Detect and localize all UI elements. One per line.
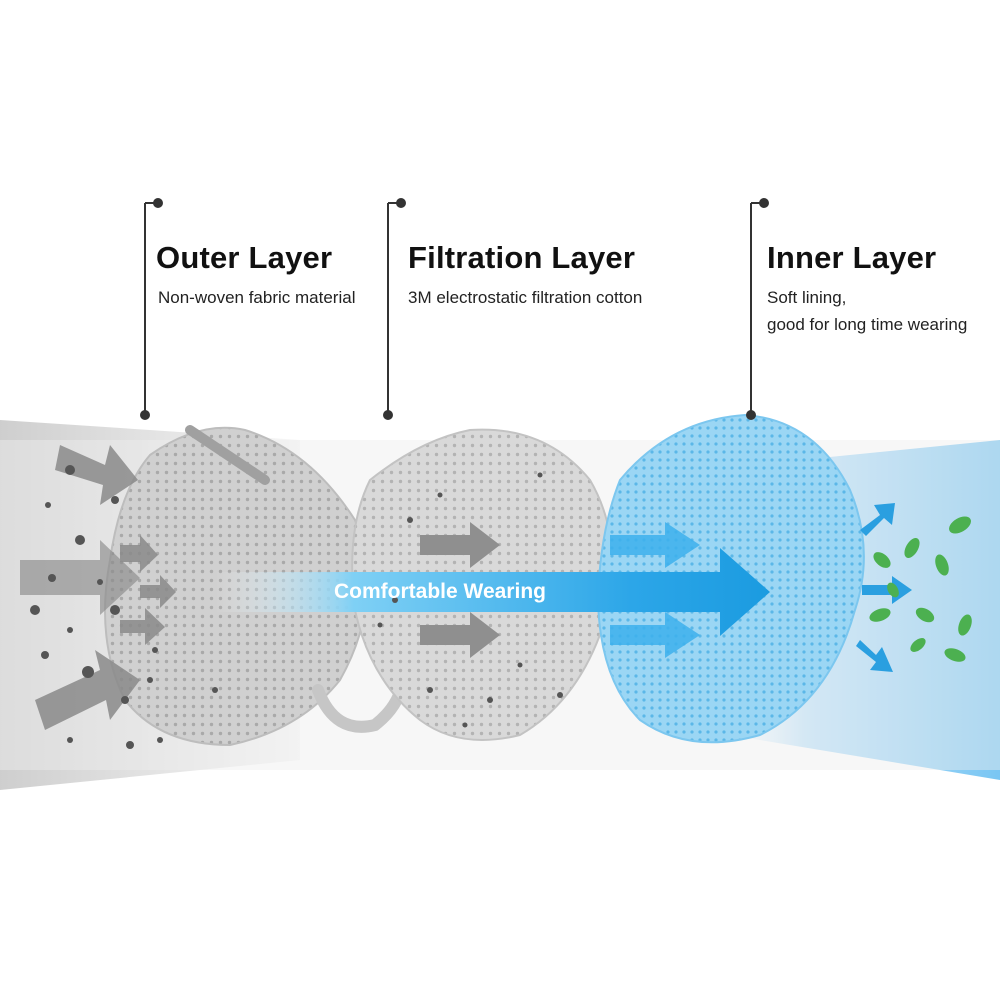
outer-layer-description: Non-woven fabric material [158,288,356,307]
comfortable-wearing-arrow [215,548,770,636]
leader-lines [140,198,769,420]
outgoing-airflow-arrows [856,503,912,672]
filtration-layer-title: Filtration Layer [408,240,636,275]
inner-airflow-arrows [610,522,700,658]
outer-layer-title: Outer Layer [156,240,333,275]
nose-strip [185,425,270,485]
inner-layer-description-line-2: good for long time wearing [767,315,968,334]
incoming-airflow-arrows [20,445,176,730]
center-label: Comfortable Wearing [334,580,546,603]
leaf-icon [869,516,972,662]
inner-layer-title: Inner Layer [767,240,937,275]
dust-particle-icon [30,465,563,749]
filtration-layer-description: 3M electrostatic filtration cotton [408,288,643,307]
filtration-airflow-arrows [420,522,500,658]
inner-layer-description-line-1: Soft lining, [767,288,847,307]
